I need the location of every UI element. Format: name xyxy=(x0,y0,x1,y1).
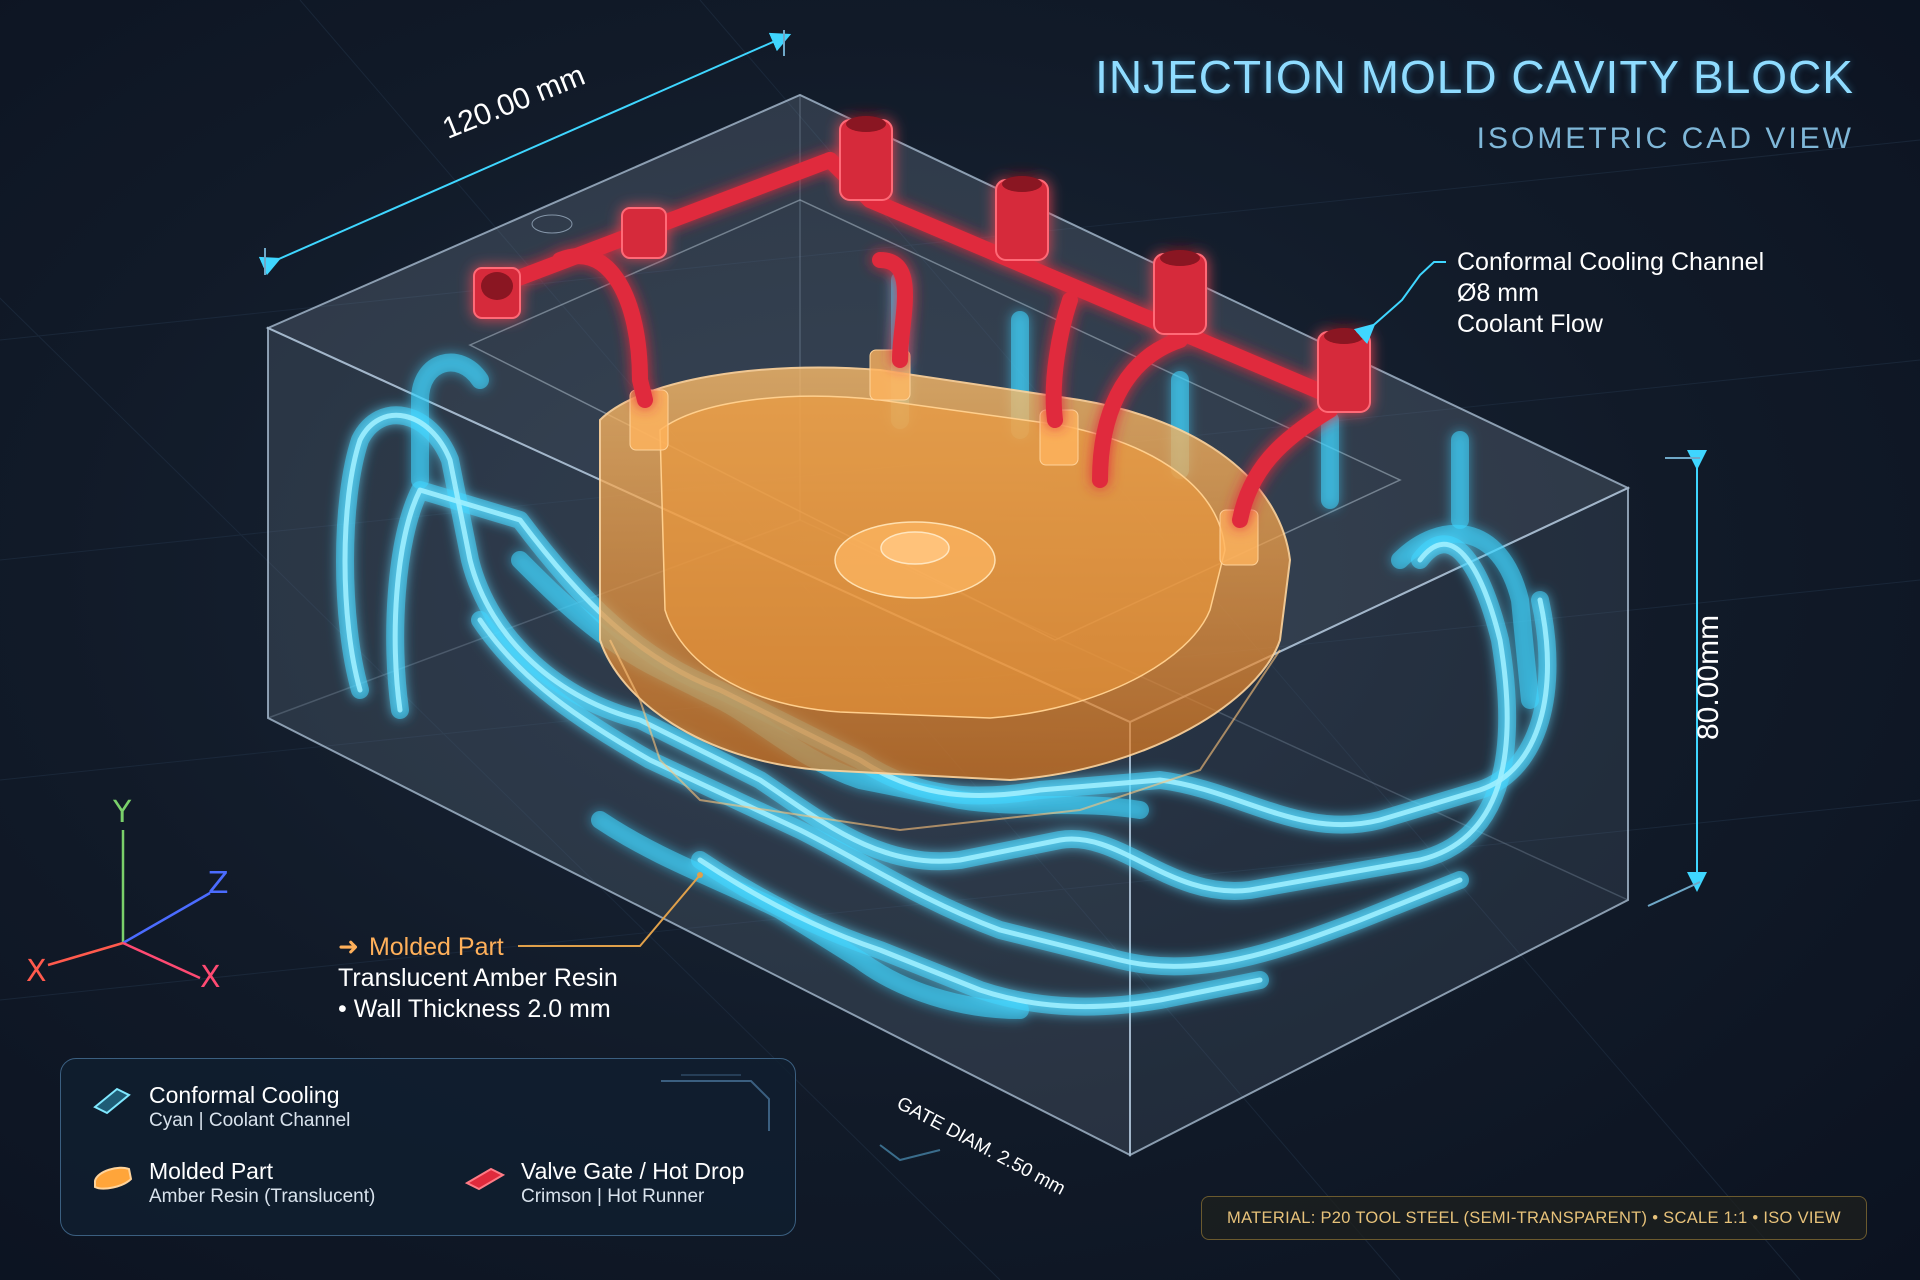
legend-molded-desc: Amber Resin (Translucent) xyxy=(149,1186,376,1207)
amber-part-icon xyxy=(94,1166,133,1190)
legend-cooling-name: Conformal Cooling xyxy=(149,1082,340,1108)
leader-dot xyxy=(697,872,703,878)
dimension-lines xyxy=(258,30,1707,1162)
molded-callout-title: Molded Part xyxy=(368,933,504,961)
axis-label-y: Y xyxy=(113,795,132,830)
page-title: INJECTION MOLD CAVITY BLOCK xyxy=(1095,51,1854,103)
cooling-callout-flow: Coolant Flow xyxy=(1457,310,1603,338)
material-footer-text: MATERIAL: P20 TOOL STEEL (SEMI-TRANSPARE… xyxy=(1227,1208,1841,1227)
crimson-gate-icon xyxy=(464,1167,506,1191)
molded-callout-wall: • Wall Thickness 2.0 mm xyxy=(338,995,611,1023)
legend-gate-name: Valve Gate / Hot Drop xyxy=(521,1158,745,1184)
axis-label-z: Z xyxy=(208,866,229,901)
legend-cooling-desc: Cyan | Coolant Channel xyxy=(149,1110,351,1131)
arrow-right-icon: ➜ xyxy=(338,933,359,961)
molded-part xyxy=(599,349,1292,832)
axis-label-x-left: X xyxy=(26,954,47,989)
material-footer: MATERIAL: P20 TOOL STEEL (SEMI-TRANSPARE… xyxy=(1201,1196,1867,1240)
molded-part-callout: ➜ Molded Part Translucent Amber Resin • … xyxy=(338,932,618,1025)
molded-part-leader xyxy=(518,874,701,947)
axis-label-x-right: X xyxy=(200,960,221,995)
legend-gate-desc: Crimson | Hot Runner xyxy=(521,1186,705,1207)
cooling-channel-callout: Conformal Cooling Channel Ø8 mm Coolant … xyxy=(1457,247,1764,340)
page-subtitle: ISOMETRIC CAD VIEW xyxy=(1476,122,1854,155)
legend-decoration xyxy=(661,1074,770,1131)
legend-panel: Conformal Cooling Cyan | Coolant Channel… xyxy=(60,1058,796,1236)
axis-triad xyxy=(47,830,211,980)
cooling-callout-diameter: Ø8 mm xyxy=(1457,279,1539,307)
cooling-callout-title: Conformal Cooling Channel xyxy=(1457,248,1765,276)
legend-item-molded: Molded Part Amber Resin (Translucent) xyxy=(89,1157,375,1209)
legend-item-cooling: Conformal Cooling Cyan | Coolant Channel xyxy=(89,1081,350,1133)
molded-callout-resin: Translucent Amber Resin xyxy=(338,964,618,992)
title-block: INJECTION MOLD CAVITY BLOCK ISOMETRIC CA… xyxy=(1095,50,1854,156)
height-dimension-label: 80.00mm xyxy=(1692,614,1725,740)
cyan-channel-icon xyxy=(93,1087,131,1115)
legend-item-valve-gate: Valve Gate / Hot Drop Crimson | Hot Runn… xyxy=(461,1157,744,1209)
legend-molded-name: Molded Part xyxy=(149,1158,274,1184)
